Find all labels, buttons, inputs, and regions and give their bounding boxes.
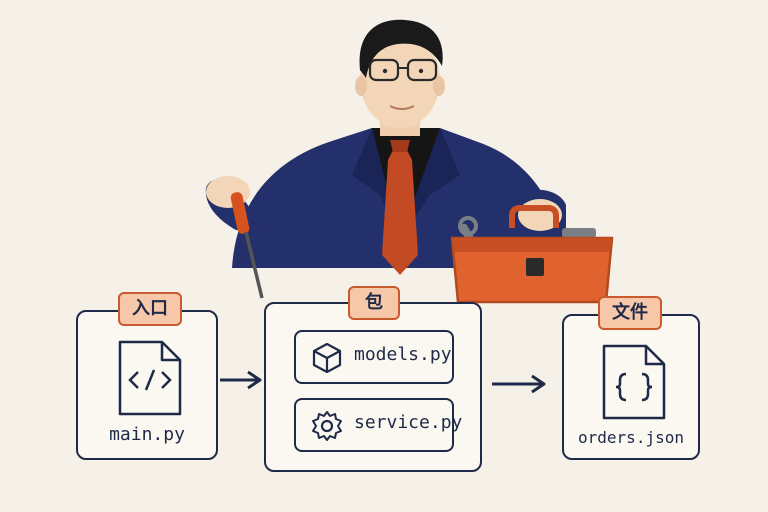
head [360,32,440,128]
package-box: models.py service.py [264,302,482,472]
package-item-models: models.py [294,330,454,384]
entry-tag: 入口 [118,292,182,326]
package-item-label: models.py [354,344,452,365]
screwdriver-shaft [244,231,264,299]
arrow-entry-to-package [220,370,262,390]
package-tag: 包 [348,286,400,320]
gear-icon [312,411,342,441]
entry-filename: main.py [109,424,185,445]
output-tag: 文件 [598,296,662,330]
package-item-service: service.py [294,398,462,452]
code-file-icon [118,340,182,416]
output-box: orders.json [562,314,700,460]
output-filename: orders.json [578,428,684,447]
screwdriver-handle [230,192,250,234]
glasses [368,58,400,82]
hair [359,19,443,78]
entry-box: main.py [76,310,218,460]
cube-icon [312,342,342,374]
tie [382,150,418,275]
json-file-icon [602,344,666,420]
toolbox [450,205,614,304]
package-item-label: service.py [354,412,463,433]
arrow-package-to-output [492,374,546,394]
